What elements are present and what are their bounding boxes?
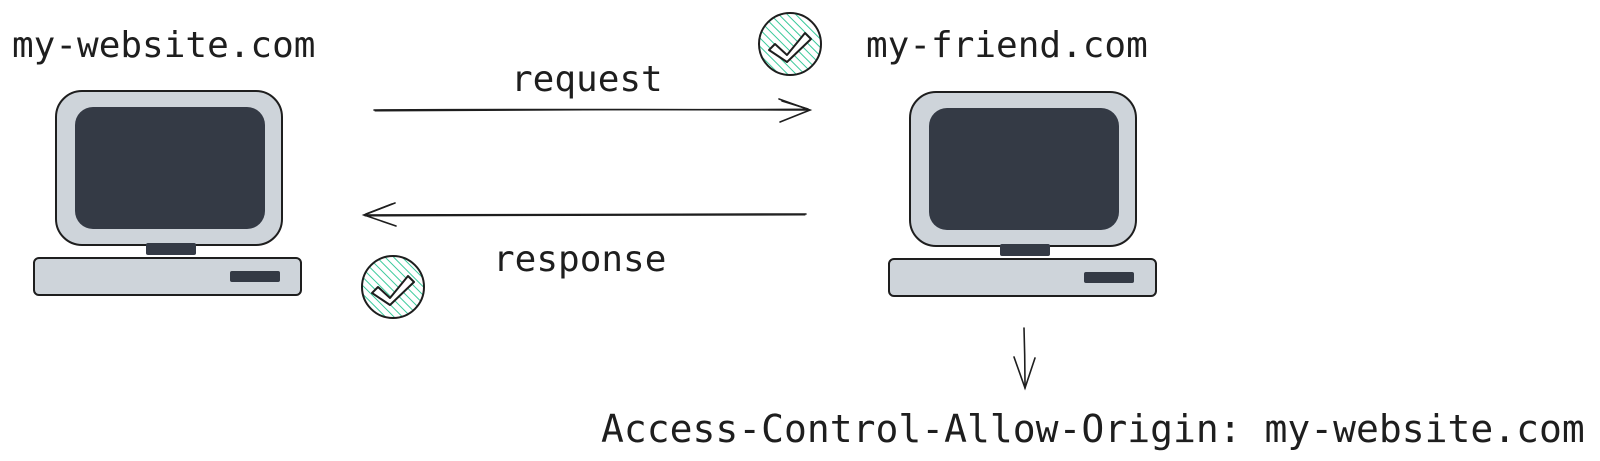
computer-base — [888, 258, 1157, 297]
check-badge-icon — [758, 12, 822, 76]
disk-slot — [1084, 272, 1134, 283]
cors-header-text: Access-Control-Allow-Origin: my-website.… — [601, 407, 1585, 451]
monitor-screen — [75, 107, 265, 229]
response-label: response — [493, 239, 667, 280]
request-label: request — [511, 59, 663, 100]
computer-base — [33, 257, 302, 296]
response-arrow — [361, 202, 807, 227]
request-arrow — [373, 98, 813, 123]
check-badge-icon — [361, 255, 425, 319]
server-computer-icon — [888, 91, 1157, 297]
monitor-screen — [929, 108, 1119, 230]
server-hostname: my-friend.com — [866, 25, 1148, 66]
monitor-stand — [1000, 244, 1050, 256]
client-hostname: my-website.com — [12, 25, 316, 66]
down-arrow — [1013, 327, 1036, 391]
disk-slot — [230, 271, 280, 282]
client-computer-icon — [33, 90, 302, 296]
monitor-stand — [146, 243, 196, 255]
